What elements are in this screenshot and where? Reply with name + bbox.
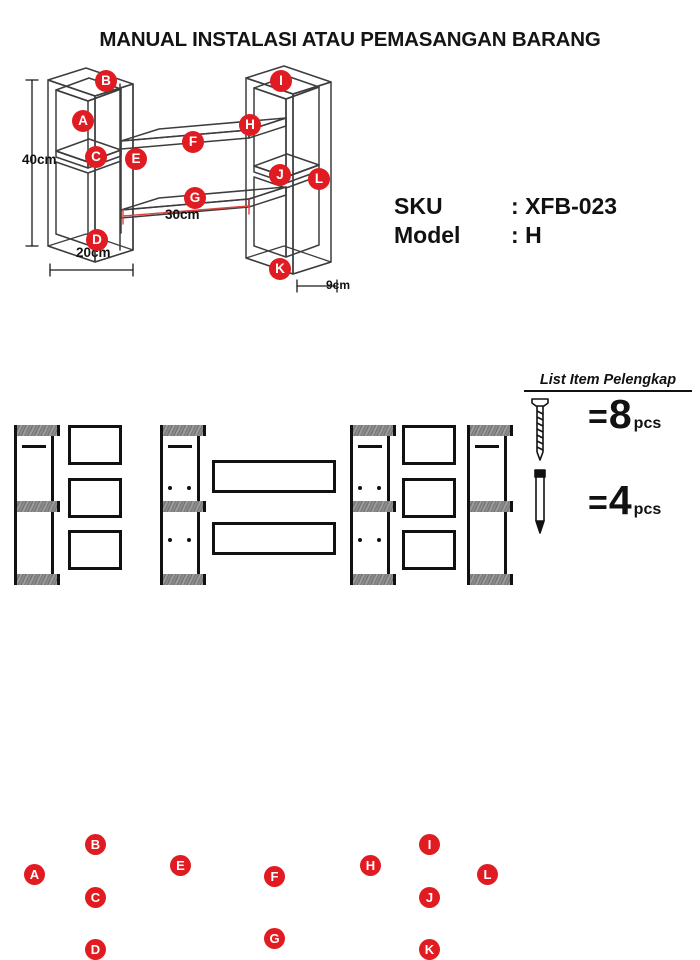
- panel-hole: [187, 486, 191, 490]
- panel-hole: [358, 486, 362, 490]
- page-title: MANUAL INSTALASI ATAU PEMASANGAN BARANG: [99, 28, 601, 51]
- part-board-b: [68, 425, 122, 465]
- part-board-j: [402, 478, 456, 518]
- diagram-marker-c: C: [85, 146, 107, 168]
- panel-body-lower: [350, 512, 390, 574]
- product-specs: SKU : XFB-023 Model : H: [394, 192, 617, 251]
- panel-cap-middle: [160, 501, 206, 512]
- part-marker-c: C: [85, 887, 106, 908]
- screw-unit: pcs: [633, 415, 662, 432]
- diagram-marker-g: G: [184, 187, 206, 209]
- dimension-span-label: 30cm: [165, 207, 200, 222]
- panel-body-lower: [160, 512, 200, 574]
- dowel-count: 4: [608, 477, 632, 523]
- part-panel-a: [14, 425, 60, 585]
- panel-hole: [168, 538, 172, 542]
- diagram-marker-h: H: [239, 114, 261, 136]
- screw-count: 8: [608, 391, 632, 437]
- panel-slot: [475, 445, 499, 448]
- part-board-d: [68, 530, 122, 570]
- panel-cap-bottom: [467, 574, 513, 585]
- dimension-height-label: 40cm: [22, 152, 57, 167]
- panel-cap-top: [160, 425, 206, 436]
- nail-icon: [527, 467, 553, 542]
- panel-hole: [358, 538, 362, 542]
- panel-hole: [187, 538, 191, 542]
- diagram-marker-k: K: [269, 258, 291, 280]
- hardware-list-heading: List Item Pelengkap: [524, 372, 692, 392]
- diagram-marker-j: J: [269, 164, 291, 186]
- dowel-quantity: = 4 pcs: [588, 480, 661, 521]
- panel-hole: [377, 486, 381, 490]
- dowel-unit: pcs: [633, 501, 662, 518]
- part-marker-j: J: [419, 887, 440, 908]
- part-marker-h: H: [360, 855, 381, 876]
- spec-row-sku: SKU : XFB-023: [394, 192, 617, 221]
- panel-slot: [22, 445, 46, 448]
- spec-row-model: Model : H: [394, 221, 617, 250]
- part-board-f: [212, 460, 336, 493]
- panel-hole: [168, 486, 172, 490]
- diagram-marker-a: A: [72, 110, 94, 132]
- panel-cap-top: [467, 425, 513, 436]
- panel-cap-middle: [350, 501, 396, 512]
- part-marker-b: B: [85, 834, 106, 855]
- diagram-marker-l: L: [308, 168, 330, 190]
- panel-cap-middle: [467, 501, 513, 512]
- screw-icon: [527, 396, 553, 469]
- panel-cap-middle: [14, 501, 60, 512]
- diagram-marker-e: E: [125, 148, 147, 170]
- manual-page: MANUAL INSTALASI ATAU PEMASANGAN BARANG: [14, 28, 692, 960]
- part-panel-e: [160, 425, 206, 585]
- part-marker-i: I: [419, 834, 440, 855]
- part-marker-e: E: [170, 855, 191, 876]
- part-marker-k: K: [419, 939, 440, 960]
- spec-value-model: : H: [511, 222, 542, 249]
- part-marker-l: L: [477, 864, 498, 885]
- panel-hole: [377, 538, 381, 542]
- panel-cap-bottom: [350, 574, 396, 585]
- equals-sign: =: [588, 484, 608, 522]
- diagram-marker-f: F: [182, 131, 204, 153]
- part-board-i: [402, 425, 456, 465]
- part-board-k: [402, 530, 456, 570]
- part-board-g: [212, 522, 336, 555]
- panel-slot: [168, 445, 192, 448]
- part-marker-a: A: [24, 864, 45, 885]
- diagram-marker-i: I: [270, 70, 292, 92]
- spec-value-sku: : XFB-023: [511, 193, 618, 219]
- panel-cap-top: [350, 425, 396, 436]
- diagram-marker-d: D: [86, 229, 108, 251]
- equals-sign: =: [588, 398, 608, 436]
- screw-quantity: = 8 pcs: [588, 394, 661, 435]
- spec-key-model: Model: [394, 222, 461, 249]
- panel-cap-bottom: [160, 574, 206, 585]
- panel-cap-top: [14, 425, 60, 436]
- part-marker-d: D: [85, 939, 106, 960]
- panel-body-lower: [14, 512, 54, 574]
- panel-body-lower: [467, 512, 507, 574]
- panel-slot: [358, 445, 382, 448]
- panel-cap-bottom: [14, 574, 60, 585]
- part-board-c: [68, 478, 122, 518]
- part-marker-f: F: [264, 866, 285, 887]
- spec-key-sku: SKU: [394, 193, 443, 219]
- diagram-marker-b: B: [95, 70, 117, 92]
- part-panel-l: [467, 425, 513, 585]
- part-marker-g: G: [264, 928, 285, 949]
- dimension-depth-label: 9cm: [326, 278, 351, 292]
- part-panel-h: [350, 425, 396, 585]
